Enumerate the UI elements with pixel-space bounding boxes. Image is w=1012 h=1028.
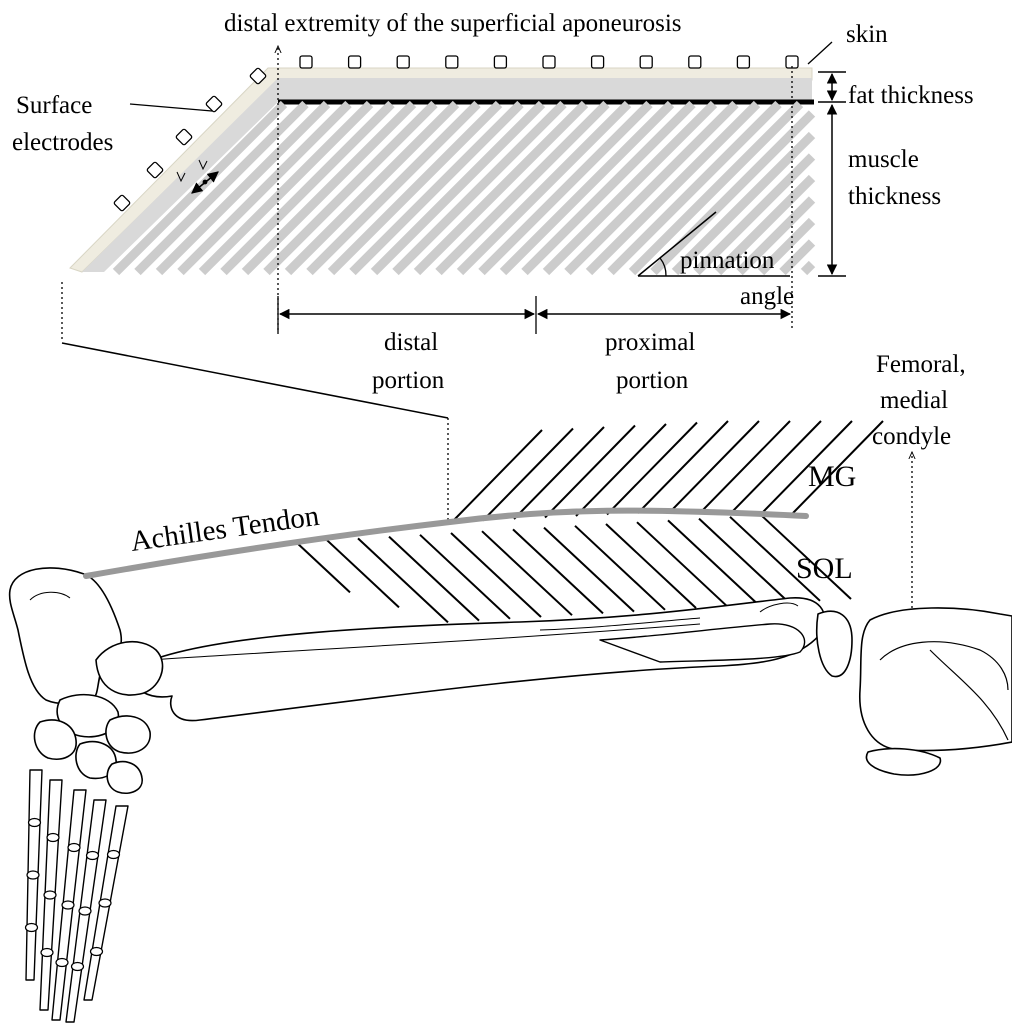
- sol-fiber: [327, 540, 399, 607]
- distal-portion-label-line1: distal: [384, 329, 438, 356]
- aponeurosis-label: distal extremity of the superficial apon…: [224, 10, 682, 37]
- distal-portion-label-line2: portion: [372, 367, 445, 394]
- leg-anatomy: [10, 421, 1012, 1022]
- toe: [26, 770, 43, 980]
- pinnation-label-line1: pinnation: [680, 247, 775, 274]
- fat-thickness-label: fat thickness: [848, 82, 974, 109]
- muscle-fiber: [804, 264, 812, 272]
- muscle-thickness-label-line1: muscle: [848, 146, 919, 173]
- femoral-label-line3: condyle: [872, 423, 951, 450]
- surface-electrode: [349, 56, 361, 68]
- skin-pointer: [808, 42, 832, 64]
- proximal-portion-label-line1: proximal: [605, 329, 695, 356]
- surface-electrode: [206, 96, 223, 113]
- muscle-thickness-label-line2: thickness: [848, 183, 941, 210]
- mg-fiber: [576, 424, 666, 516]
- skin-label: skin: [846, 21, 888, 48]
- mg-fiber: [545, 426, 635, 518]
- sol-label: SOL: [796, 552, 853, 585]
- femoral-label-line1: Femoral,: [876, 351, 966, 378]
- top-electrodes: [300, 56, 798, 68]
- mg-fiber: [452, 430, 542, 522]
- surface-electrode: [397, 56, 409, 68]
- surface-electrode: [543, 56, 555, 68]
- surface-electrode: [446, 56, 458, 68]
- femur-condyle: [860, 608, 1012, 751]
- mg-fiber: [483, 429, 573, 521]
- sol-fiber: [296, 542, 350, 592]
- electrodes-pointer: [130, 104, 212, 111]
- mg-label: MG: [808, 460, 856, 493]
- surface-electrodes-label-line2: electrodes: [12, 129, 113, 156]
- surface-electrode: [640, 56, 652, 68]
- surface-electrode: [494, 56, 506, 68]
- mg-fiber: [514, 427, 604, 519]
- surface-electrodes-label-line1: Surface: [16, 92, 92, 119]
- mg-fiber: [607, 423, 697, 515]
- surface-electrode: [737, 56, 749, 68]
- surface-electrode: [592, 56, 604, 68]
- surface-electrode: [689, 56, 701, 68]
- surface-electrode: [300, 56, 312, 68]
- toe-bones: [26, 770, 129, 1022]
- pinnation-label-line2: angle: [740, 283, 794, 310]
- talus-bone: [96, 642, 163, 695]
- surface-electrode: [176, 129, 193, 146]
- proximal-portion-label-line2: portion: [616, 367, 689, 394]
- muscle-model: [62, 42, 846, 520]
- achilles-tendon-label: Achilles Tendon: [129, 500, 322, 558]
- femoral-label-line2: medial: [880, 387, 948, 414]
- patella-bone: [866, 749, 940, 775]
